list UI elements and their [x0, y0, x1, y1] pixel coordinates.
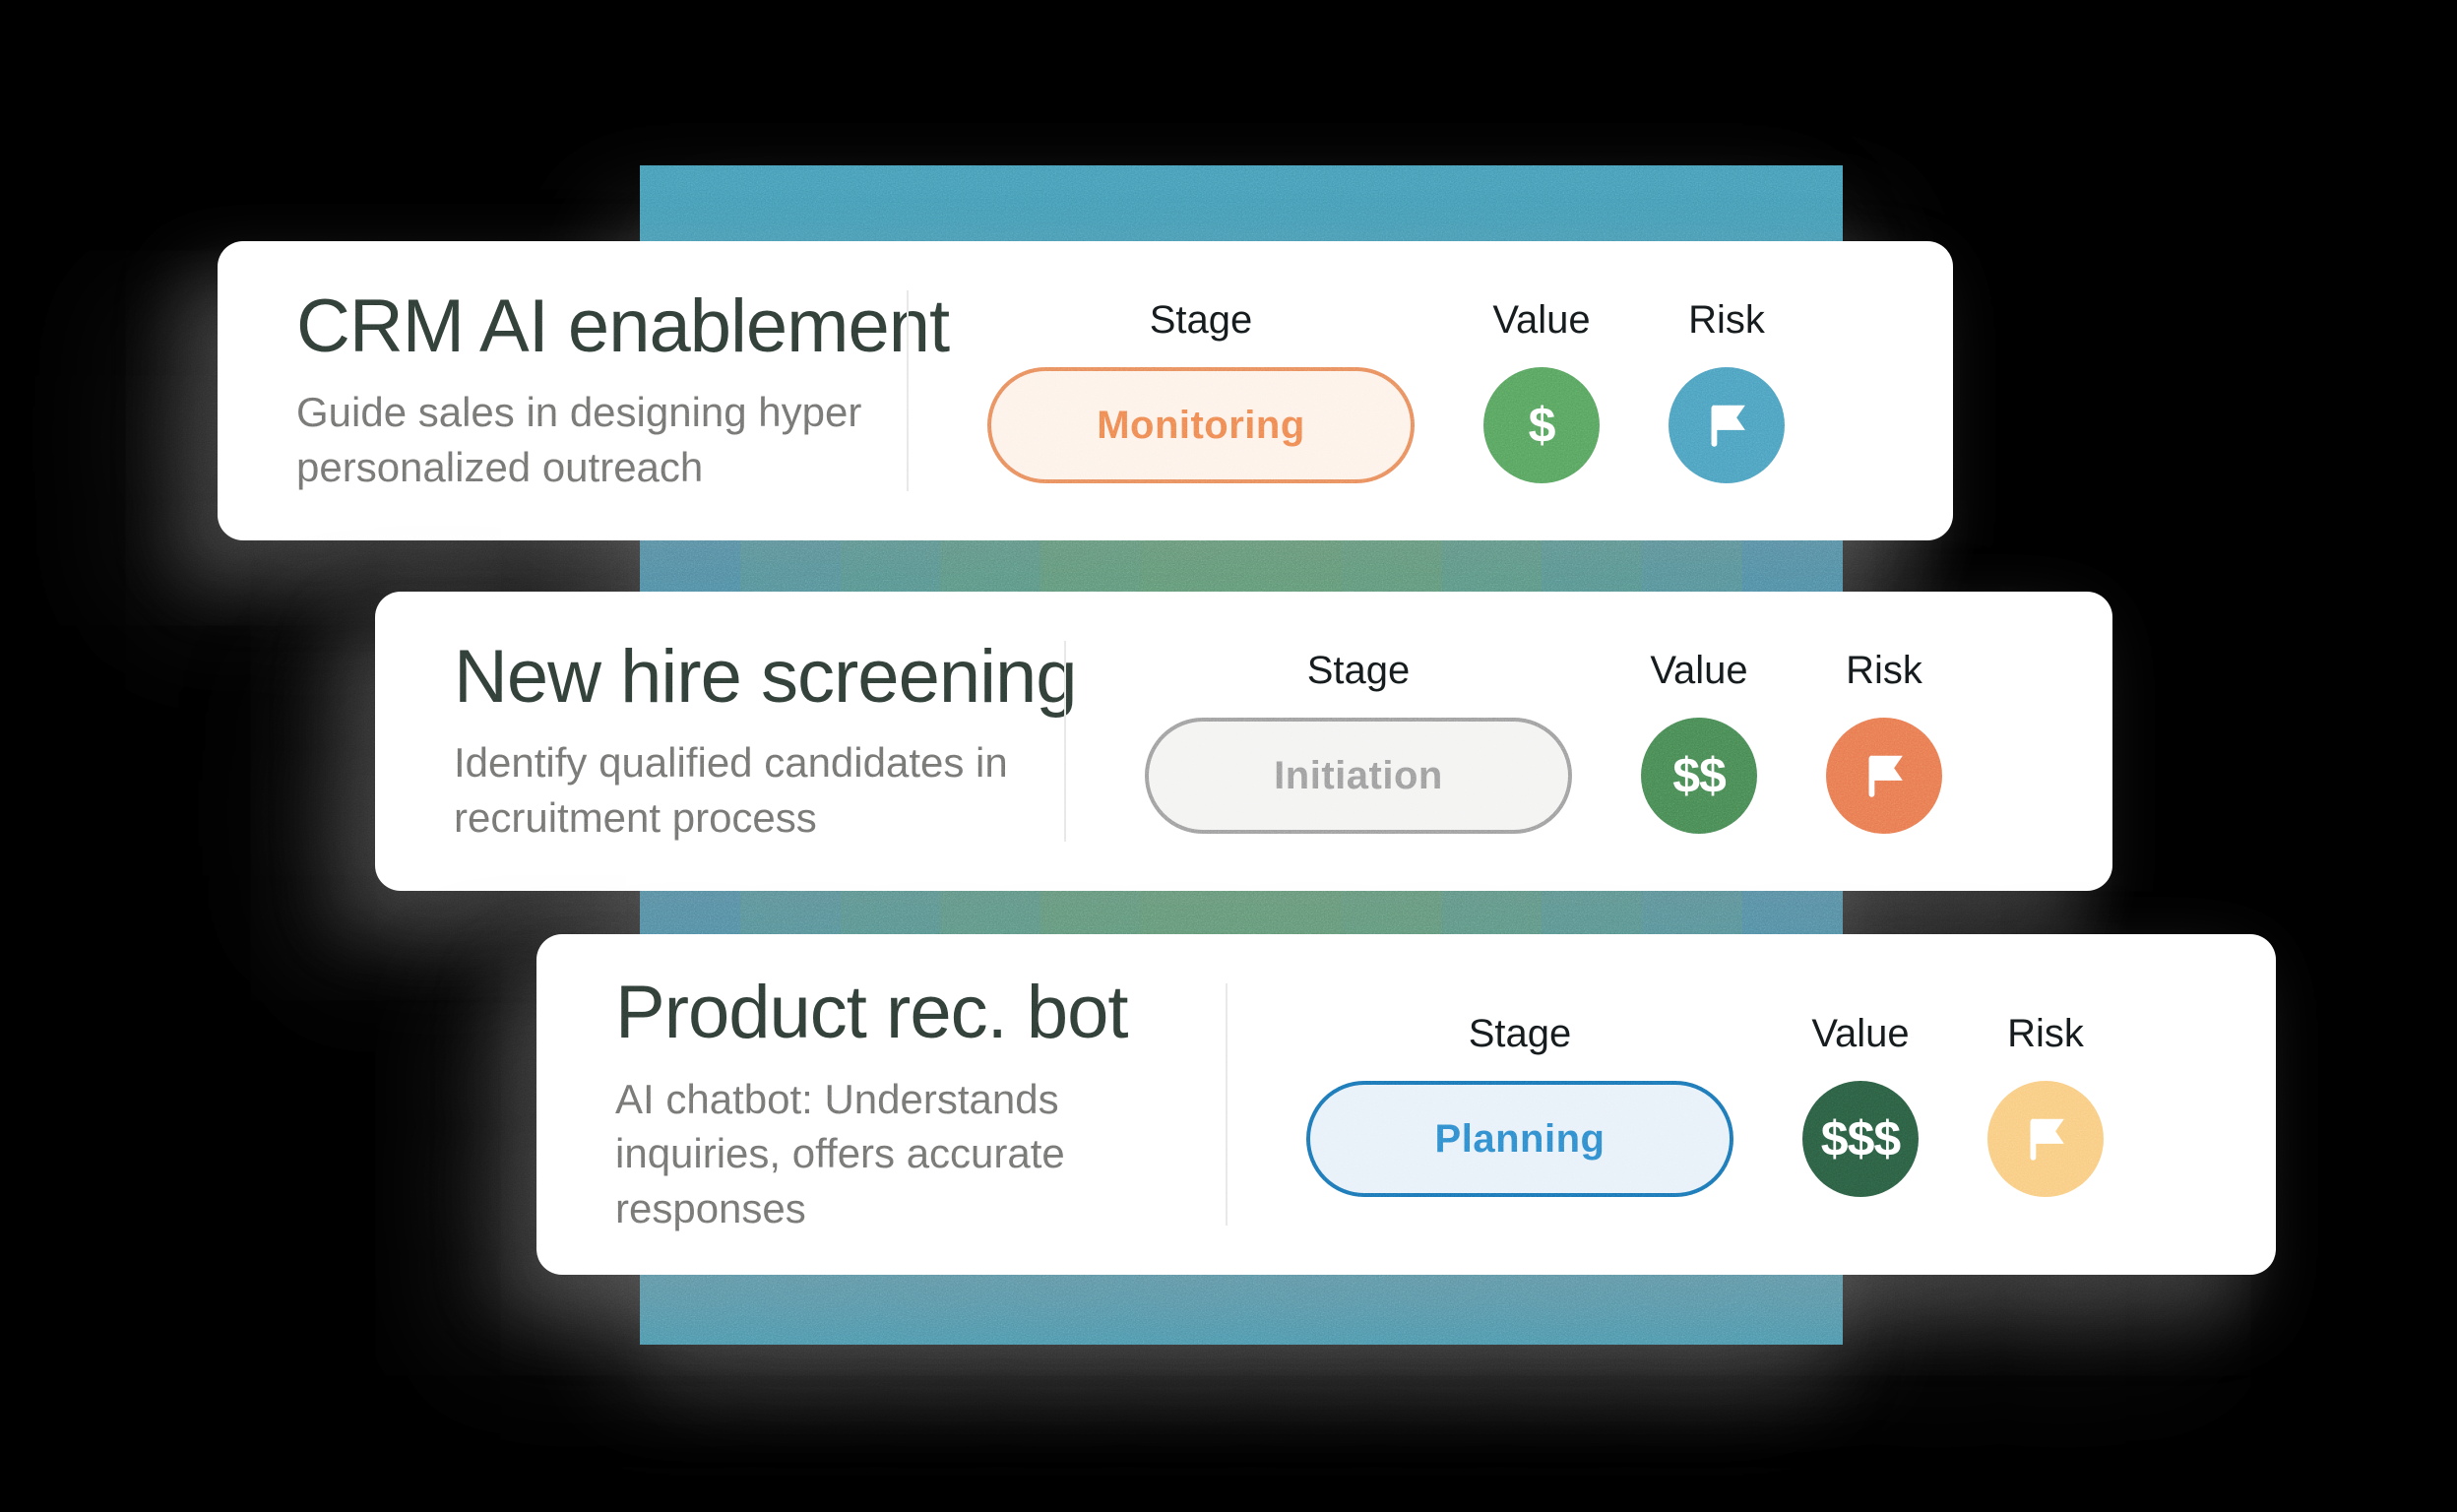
- risk-badge[interactable]: [1826, 718, 1942, 834]
- stage-column: Stage Monitoring: [987, 298, 1415, 483]
- stripe: [1040, 532, 1142, 597]
- stage-pill[interactable]: Monitoring: [987, 367, 1415, 483]
- card-title: CRM AI enablement: [296, 284, 950, 368]
- stripe: [940, 532, 1041, 597]
- stripe: [1141, 882, 1241, 941]
- risk-header: Risk: [1688, 298, 1765, 342]
- value-header: Value: [1650, 649, 1748, 692]
- stripe: [1642, 532, 1743, 597]
- dollar-symbol: $$$: [1820, 1111, 1901, 1166]
- risk-header: Risk: [1846, 649, 1922, 692]
- stage-column: Stage Initiation: [1145, 649, 1572, 834]
- stripe: [1341, 532, 1442, 597]
- value-badge[interactable]: $$: [1641, 718, 1757, 834]
- value-column: Value $$: [1641, 649, 1757, 834]
- stage-header: Stage: [1306, 649, 1411, 692]
- value-column: Value $: [1483, 298, 1600, 483]
- stage-column: Stage Planning: [1306, 1012, 1733, 1197]
- flag-icon: [1711, 405, 1745, 447]
- stripe: [1141, 532, 1241, 597]
- stage-header: Stage: [1149, 298, 1253, 342]
- stage-pill[interactable]: Initiation: [1145, 718, 1572, 834]
- stripe: [1441, 532, 1543, 597]
- dollar-symbol: $: [1528, 398, 1556, 453]
- card-description: Identify qualified candidates in recruit…: [454, 739, 1008, 841]
- stage-pill-label: Monitoring: [1097, 403, 1305, 447]
- stripe: [640, 882, 740, 941]
- value-column: Value $$$: [1802, 1012, 1919, 1197]
- risk-header: Risk: [2007, 1012, 2084, 1055]
- stripe: [1542, 882, 1643, 941]
- stripe: [840, 882, 941, 941]
- band-stripes-row: [640, 882, 1843, 941]
- dollar-symbol: $$: [1672, 748, 1727, 803]
- stripe: [1240, 882, 1342, 941]
- risk-column: Risk: [1987, 1012, 2104, 1197]
- card-description: Guide sales in designing hyper personali…: [296, 389, 862, 490]
- stripe: [640, 532, 740, 597]
- card-text-block: CRM AI enablement Guide sales in designi…: [218, 241, 950, 540]
- flag-icon: [1868, 755, 1903, 797]
- value-badge[interactable]: $: [1483, 367, 1600, 483]
- card-text-block: New hire screening Identify qualified ca…: [375, 592, 1078, 891]
- card-title: New hire screening: [454, 634, 1078, 719]
- value-header: Value: [1811, 1012, 1910, 1055]
- card-meta: Stage Initiation Value $$ Risk: [1066, 592, 2112, 891]
- card-meta: Stage Planning Value $$$ Risk: [1228, 934, 2276, 1275]
- risk-column: Risk: [1826, 649, 1942, 834]
- stripe: [1742, 882, 1843, 941]
- band-stripes-row: [640, 532, 1843, 597]
- project-card-new-hire-screening: New hire screening Identify qualified ca…: [375, 592, 2112, 891]
- card-title: Product rec. bot: [615, 970, 1129, 1054]
- stripe: [1642, 882, 1743, 941]
- stripe: [1742, 532, 1843, 597]
- stripe: [840, 532, 941, 597]
- stripe: [739, 532, 841, 597]
- stage-pill-label: Planning: [1434, 1116, 1606, 1161]
- card-description: AI chatbot: Understands inquiries, offer…: [615, 1075, 1065, 1231]
- stripe: [1341, 882, 1442, 941]
- project-card-product-rec-bot: Product rec. bot AI chatbot: Understands…: [536, 934, 2276, 1275]
- stage-header: Stage: [1468, 1012, 1572, 1055]
- stage-pill[interactable]: Planning: [1306, 1081, 1733, 1197]
- stripe: [1040, 882, 1142, 941]
- risk-column: Risk: [1669, 298, 1785, 483]
- card-text-block: Product rec. bot AI chatbot: Understands…: [536, 934, 1226, 1275]
- card-meta: Stage Monitoring Value $ Risk: [909, 241, 1953, 540]
- value-badge[interactable]: $$$: [1802, 1081, 1919, 1197]
- stripe: [1240, 532, 1342, 597]
- risk-badge[interactable]: [1669, 367, 1785, 483]
- stripe: [1542, 532, 1643, 597]
- stripe: [940, 882, 1041, 941]
- project-card-crm-ai-enablement: CRM AI enablement Guide sales in designi…: [218, 241, 1953, 540]
- value-header: Value: [1492, 298, 1591, 342]
- stripe: [1441, 882, 1543, 941]
- stage-pill-label: Initiation: [1274, 753, 1443, 797]
- risk-badge[interactable]: [1987, 1081, 2104, 1197]
- flag-icon: [2030, 1118, 2064, 1161]
- stripe: [739, 882, 841, 941]
